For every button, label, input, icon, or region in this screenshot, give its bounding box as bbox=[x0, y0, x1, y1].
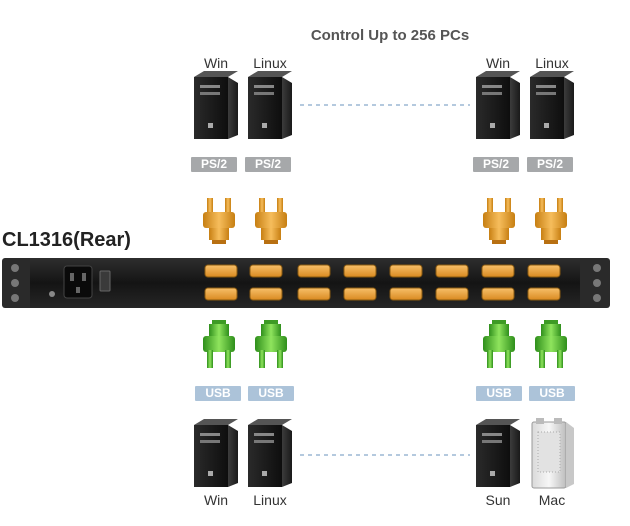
pc-tower-icon bbox=[248, 71, 292, 139]
pc-tower-icon bbox=[248, 419, 292, 487]
usb-badge: USB bbox=[195, 386, 241, 401]
ps2-connector-icon bbox=[203, 198, 235, 244]
pc-tower-icon bbox=[194, 71, 238, 139]
power-switch-icon bbox=[99, 270, 111, 292]
usb-connector-icon bbox=[483, 320, 515, 368]
usb-connector-icon bbox=[203, 320, 235, 368]
usb-badge: USB bbox=[476, 386, 522, 401]
diagram-title: Control Up to 256 PCs bbox=[310, 27, 470, 44]
top-pc-label-1: Win bbox=[203, 55, 229, 71]
ps2-badge: PS/2 bbox=[191, 157, 237, 172]
ps2-connector-icon bbox=[535, 198, 567, 244]
power-inlet-icon bbox=[63, 265, 93, 299]
bottom-pc-label-3: Sun bbox=[485, 492, 511, 508]
top-pc-label-3: Win bbox=[485, 55, 511, 71]
ps2-badge: PS/2 bbox=[527, 157, 573, 172]
vga-port-array bbox=[204, 264, 561, 301]
bottom-pc-label-2: Linux bbox=[253, 492, 287, 508]
pc-tower-icon bbox=[476, 71, 520, 139]
ps2-badge: PS/2 bbox=[245, 157, 291, 172]
ps2-connector-icon bbox=[255, 198, 287, 244]
ps2-connector-icon bbox=[483, 198, 515, 244]
ps2-badge: PS/2 bbox=[473, 157, 519, 172]
bottom-pc-label-4: Mac bbox=[538, 492, 566, 508]
mac-pro-icon bbox=[531, 418, 574, 489]
pc-tower-icon bbox=[194, 419, 238, 487]
usb-badge: USB bbox=[529, 386, 575, 401]
pc-tower-icon bbox=[530, 71, 574, 139]
bottom-pc-label-1: Win bbox=[203, 492, 229, 508]
top-pc-label-4: Linux bbox=[535, 55, 569, 71]
sun-workstation-icon bbox=[476, 419, 520, 487]
usb-connector-icon bbox=[535, 320, 567, 368]
ground-screw-icon bbox=[49, 291, 55, 297]
model-label: CL1316(Rear) bbox=[2, 229, 131, 251]
usb-connector-icon bbox=[255, 320, 287, 368]
top-pc-label-2: Linux bbox=[253, 55, 287, 71]
usb-badge: USB bbox=[248, 386, 294, 401]
